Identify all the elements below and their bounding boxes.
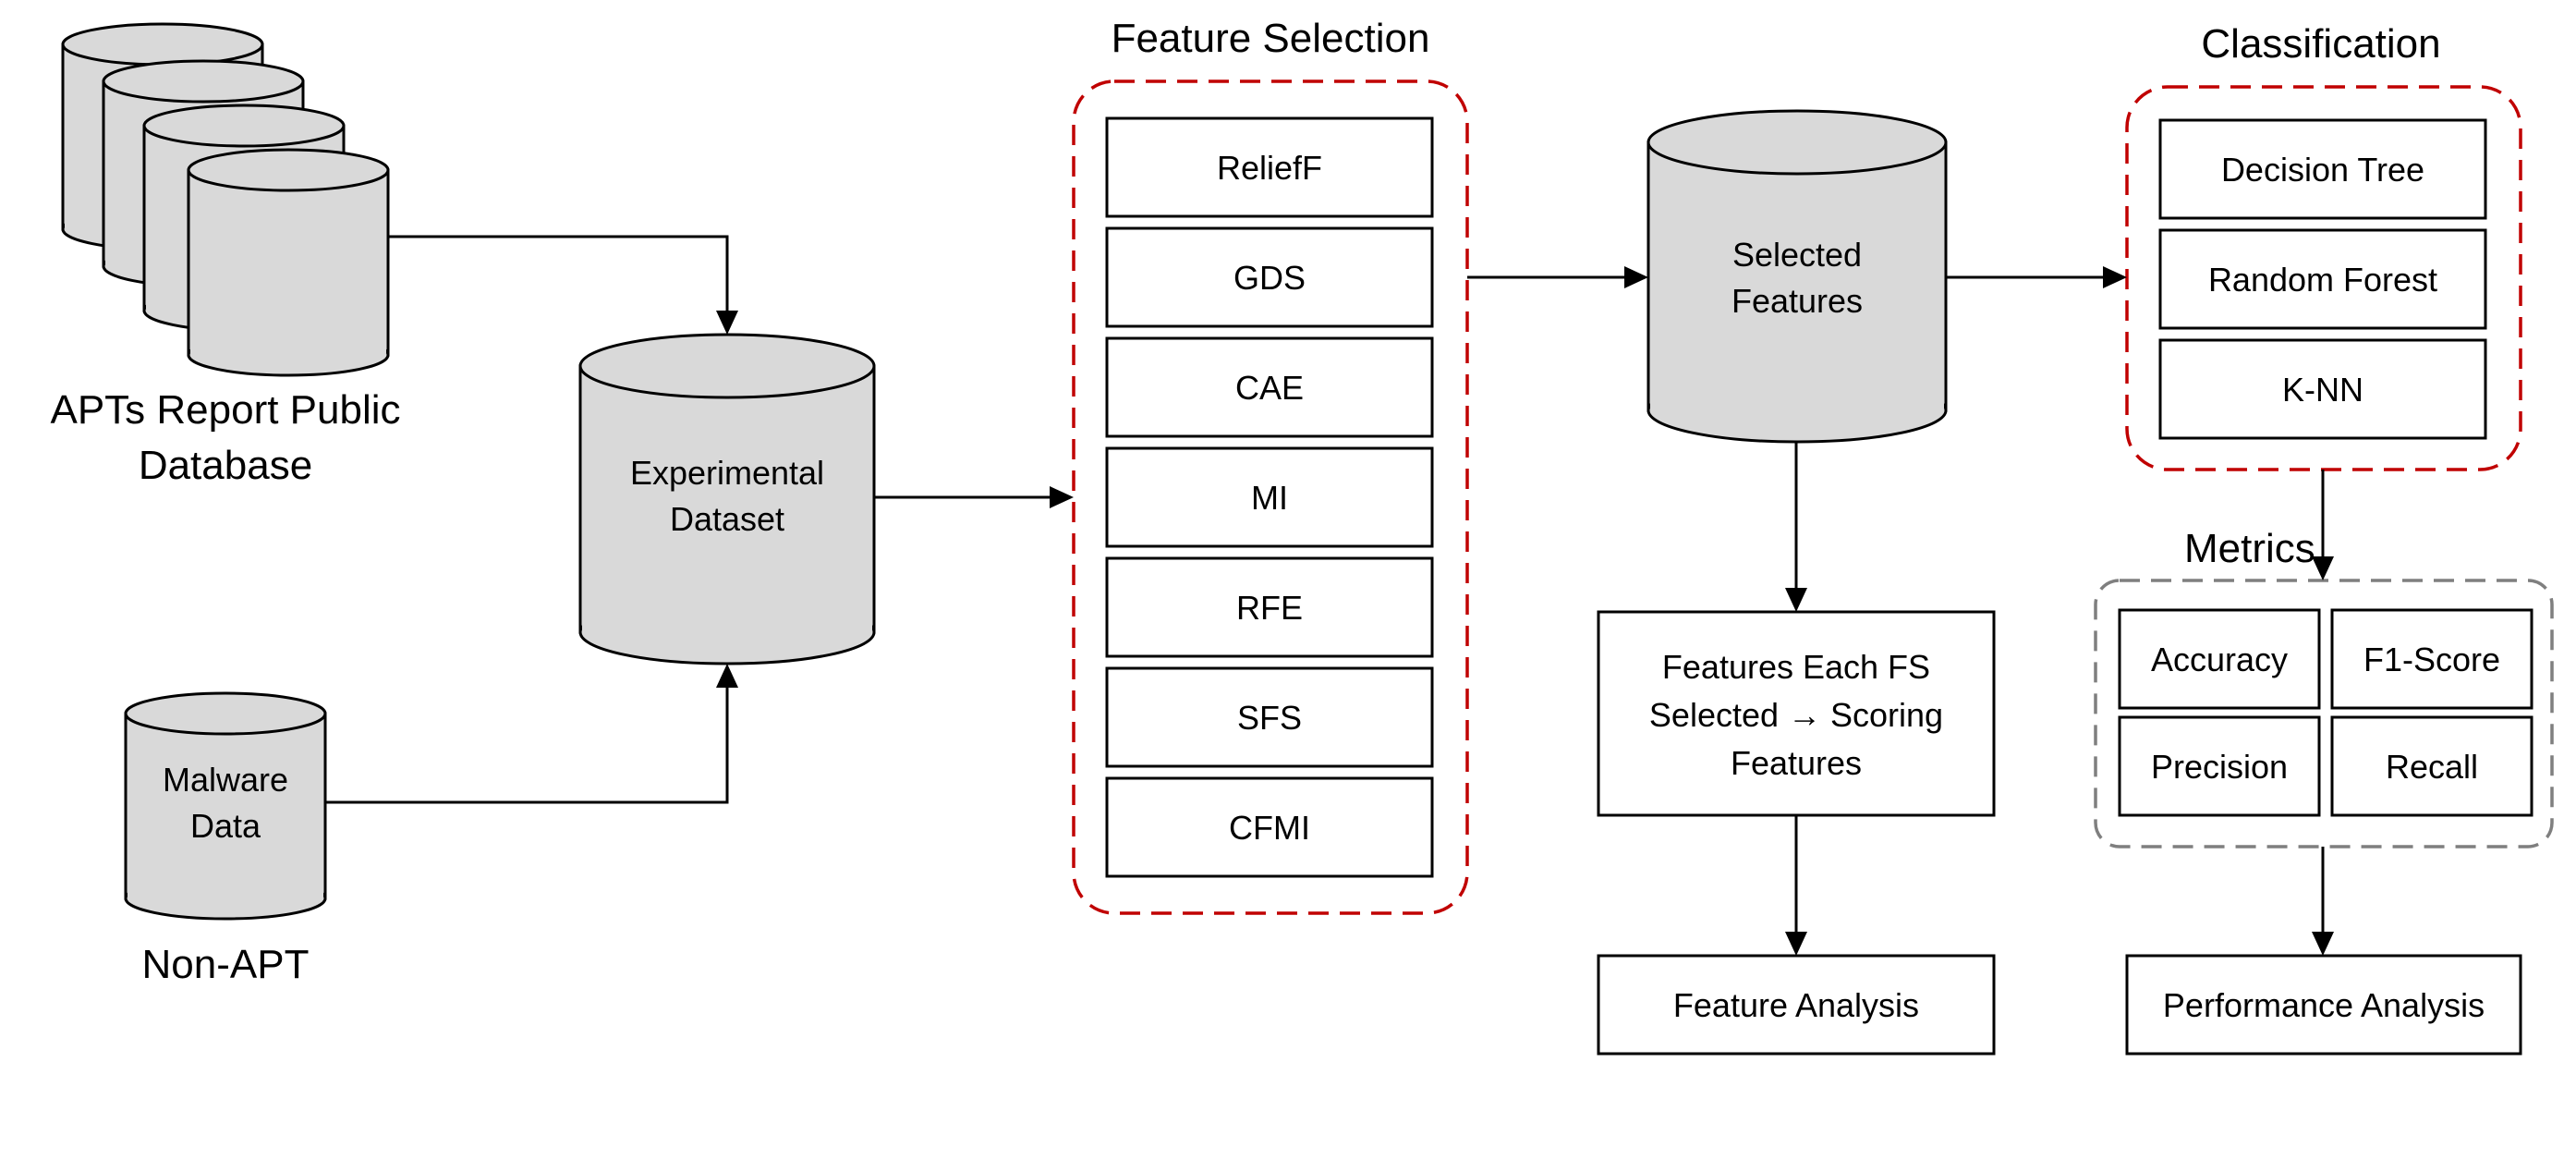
scoring-line3: Features [1731, 744, 1862, 782]
fs-method-mi-box [1105, 446, 1434, 548]
metric-f1-score-box [2330, 608, 2533, 710]
arrowhead-selected-to-scoring [1785, 588, 1807, 612]
metric-precision-label: Precision [2151, 748, 2288, 786]
fs-method-mi-label: MI [1251, 479, 1288, 517]
classifier-decision-tree-label: Decision Tree [2221, 151, 2424, 189]
classifier-k-nn-label: K-NN [2282, 371, 2363, 409]
fs-method-gds-label: GDS [1233, 259, 1306, 297]
fs-method-gds-box [1105, 226, 1434, 328]
experimental-dataset-line1: Experimental [630, 454, 824, 492]
apt-db-label-line2: Database [139, 443, 312, 488]
non-apt-label: Non-APT [142, 942, 310, 987]
connector-apt-to-dataset [388, 235, 729, 312]
arrowhead-classification-to-metrics [2312, 556, 2334, 580]
feature-selection-methods: ReliefF GDS CAE MI RFE SFS CFMI [1105, 116, 1434, 878]
metric-accuracy-box [2118, 608, 2321, 710]
fs-method-sfs-box [1105, 666, 1434, 768]
selected-features-line1: Selected [1732, 236, 1862, 274]
metric-recall-box [2330, 715, 2533, 817]
scoring-line1: Features Each FS [1662, 648, 1930, 686]
fs-method-cae-label: CAE [1235, 369, 1304, 407]
metric-recall-label: Recall [2386, 748, 2478, 786]
performance-analysis-label: Performance Analysis [2163, 986, 2485, 1024]
arrowhead-apt-to-dataset [716, 311, 738, 335]
scoring-box [1597, 610, 1996, 817]
database-cylinder-4 [187, 148, 390, 377]
fs-method-sfs-label: SFS [1237, 699, 1302, 737]
feature-selection-title: Feature Selection [1112, 16, 1430, 61]
fs-method-relieff-label: ReliefF [1217, 149, 1322, 187]
arrowhead-selected-to-classification [2103, 266, 2127, 288]
malware-data-cylinder: Malware Data [124, 691, 327, 921]
fs-method-rfe-box [1105, 556, 1434, 658]
arrowhead-malware-to-dataset [716, 664, 738, 688]
apt-database-stack [61, 22, 390, 377]
arrowhead-scoring-to-feature-analysis [1785, 932, 1807, 956]
apt-db-label-line1: APTs Report Public [50, 387, 400, 433]
fs-method-cfmi-box [1105, 776, 1434, 878]
fs-method-cae-box [1105, 336, 1434, 438]
scoring-line2: Selected → Scoring [1649, 696, 1943, 734]
arrowhead-metrics-to-performance [2312, 932, 2334, 956]
performance-analysis-box [2125, 954, 2522, 1056]
metric-precision-box [2118, 715, 2321, 817]
metrics-title: Metrics [2184, 526, 2315, 571]
fs-method-relieff-box [1105, 116, 1434, 218]
classifier-k-nn-box [2158, 338, 2487, 440]
selected-features-cylinder: Selected Features [1646, 109, 1948, 444]
malware-label-line1: Malware [163, 761, 288, 799]
selected-features-line2: Features [1732, 282, 1863, 320]
classifier-random-forest-box [2158, 228, 2487, 330]
arrowhead-fs-to-selected [1624, 266, 1648, 288]
metric-f1-score-label: F1-Score [2363, 641, 2500, 678]
fs-method-rfe-label: RFE [1236, 589, 1303, 627]
connector-malware-to-dataset [325, 686, 729, 804]
classifier-decision-tree-box [2158, 118, 2487, 220]
connectors [325, 235, 2334, 956]
metric-accuracy-label: Accuracy [2151, 641, 2288, 678]
experimental-dataset-cylinder: Experimental Dataset [578, 333, 876, 665]
feature-analysis-box [1597, 954, 1996, 1056]
arrowhead-dataset-to-fs [1050, 486, 1074, 508]
experimental-dataset-line2: Dataset [670, 500, 784, 538]
malware-label-line2: Data [190, 807, 261, 845]
classifier-random-forest-label: Random Forest [2208, 261, 2437, 299]
fs-method-cfmi-label: CFMI [1229, 809, 1310, 847]
feature-analysis-label: Feature Analysis [1673, 986, 1919, 1024]
classification-title: Classification [2201, 21, 2440, 67]
metrics-group [2094, 579, 2554, 848]
